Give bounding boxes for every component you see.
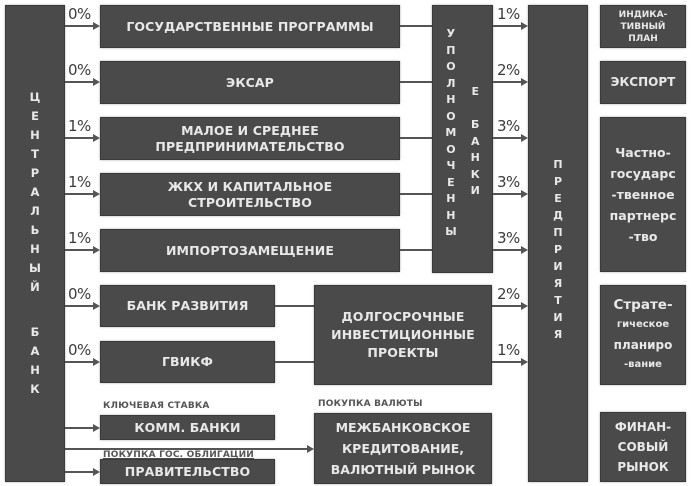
connector-line bbox=[400, 137, 432, 139]
rate-in-label: 0% bbox=[68, 61, 91, 79]
authorized-word-1: У П О Л Н О М О Ч Е Н Н Ы bbox=[445, 27, 457, 238]
arrow-head-icon bbox=[521, 358, 528, 366]
arrow-line bbox=[492, 361, 523, 363]
program-box-exar: ЭКСАР bbox=[100, 61, 400, 104]
arrow-line bbox=[65, 427, 95, 429]
arrow-line bbox=[65, 471, 95, 473]
arrow-line bbox=[65, 305, 95, 307]
arrow-line bbox=[65, 25, 95, 27]
arrow-head-icon bbox=[307, 445, 314, 453]
connector-line bbox=[400, 81, 432, 83]
connector-line bbox=[400, 25, 432, 27]
program-box-state-programs: ГОСУДАРСТВЕННЫЕ ПРОГРАММЫ bbox=[100, 5, 400, 48]
commercial-banks-box: КОММ. БАНКИ bbox=[100, 415, 275, 440]
arrow-line bbox=[493, 25, 523, 27]
interbank-market-box: МЕЖБАНКОВСКОЕ КРЕДИТОВАНИЕ, ВАЛЮТНЫЙ РЫН… bbox=[314, 413, 492, 484]
arrow-head-icon bbox=[93, 424, 100, 432]
connector-line bbox=[275, 305, 314, 307]
connector-line bbox=[275, 361, 314, 363]
program-box-sme: МАЛОЕ И СРЕДНЕЕ ПРЕДПРИНИМАТЕЛЬСТВО bbox=[100, 117, 400, 160]
rate-out-label: 3% bbox=[497, 117, 520, 135]
rate-in-label: 1% bbox=[68, 173, 91, 191]
rate-in-label: 1% bbox=[68, 117, 91, 135]
arrow-line bbox=[65, 448, 309, 450]
rate-out-label: 1% bbox=[497, 341, 520, 359]
arrow-head-icon bbox=[521, 22, 528, 30]
arrow-head-icon bbox=[93, 78, 100, 86]
strategic-planning-box: Страте- гическое планиро -вание bbox=[600, 285, 686, 385]
arrow-head-icon bbox=[93, 246, 100, 254]
program-box-housing: ЖКХ И КАПИТАЛЬНОЕ СТРОИТЕЛЬСТВО bbox=[100, 173, 400, 216]
connector-line bbox=[400, 193, 432, 195]
arrow-line bbox=[493, 137, 523, 139]
central-bank-column: Ц Е Н Т Р А Л Ь Н Ы Й Б А Н К bbox=[5, 5, 65, 482]
rate-in-label: 0% bbox=[68, 285, 91, 303]
government-box: ПРАВИТЕЛЬСТВО bbox=[100, 459, 275, 484]
rate-out-label: 2% bbox=[497, 61, 520, 79]
arrow-head-icon bbox=[521, 134, 528, 142]
enterprises-column: П Р Е Д П Р И Я Т И Я bbox=[528, 5, 588, 482]
arrow-line bbox=[65, 361, 95, 363]
arrow-head-icon bbox=[93, 358, 100, 366]
arrow-head-icon bbox=[521, 190, 528, 198]
arrow-line bbox=[65, 81, 95, 83]
export-box: ЭКСПОРТ bbox=[600, 61, 686, 104]
arrow-head-icon bbox=[93, 134, 100, 142]
arrow-line bbox=[493, 81, 523, 83]
authorized-word-2: Е Б А Н К И bbox=[470, 85, 480, 197]
arrow-line bbox=[65, 137, 95, 139]
indicative-plan-box: ИНДИКА- ТИВНЫЙ ПЛАН bbox=[600, 5, 686, 48]
rate-out-label: 3% bbox=[497, 173, 520, 191]
connector-line bbox=[400, 249, 432, 251]
arrow-line bbox=[492, 305, 523, 307]
arrow-head-icon bbox=[93, 468, 100, 476]
rate-out-label: 1% bbox=[497, 5, 520, 23]
rate-in-label: 1% bbox=[68, 229, 91, 247]
key-rate-label: КЛЮЧЕВАЯ СТАВКА bbox=[103, 401, 210, 411]
rate-in-label: 0% bbox=[68, 5, 91, 23]
currency-purchase-label: ПОКУПКА ВАЛЮТЫ bbox=[318, 399, 423, 409]
arrow-head-icon bbox=[93, 190, 100, 198]
authorized-banks-column: У П О Л Н О М О Ч Е Н Н Ы Е Б А Н К И bbox=[432, 5, 493, 273]
arrow-head-icon bbox=[93, 22, 100, 30]
gvikf-box: ГВИКФ bbox=[100, 341, 275, 383]
arrow-head-icon bbox=[521, 78, 528, 86]
financial-market-box: ФИНАН- СОВЫЙ РЫНОК bbox=[600, 412, 686, 482]
arrow-line bbox=[65, 249, 95, 251]
arrow-line bbox=[493, 249, 523, 251]
long-term-projects-box: ДОЛГОСРОЧНЫЕ ИНВЕСТИЦИОННЫЕ ПРОЕКТЫ bbox=[314, 285, 492, 385]
development-bank-box: БАНК РАЗВИТИЯ bbox=[100, 285, 275, 327]
bond-purchase-label: ПОКУПКА ГОС. ОБЛИГАЦИЙ bbox=[103, 450, 255, 460]
rate-in-label: 0% bbox=[68, 341, 91, 359]
arrow-line bbox=[65, 193, 95, 195]
arrow-line bbox=[493, 193, 523, 195]
central-bank-word-2: Б А Н К bbox=[30, 325, 40, 396]
arrow-head-icon bbox=[521, 246, 528, 254]
ppp-box: Частно- государс -твенное партнерс -тво bbox=[600, 117, 686, 272]
central-bank-word-1: Ц Е Н Т Р А Л Ь Н Ы Й bbox=[29, 90, 41, 294]
arrow-head-icon bbox=[521, 302, 528, 310]
program-box-import-substitution: ИМПОРТОЗАМЕЩЕНИЕ bbox=[100, 229, 400, 272]
rate-out-label: 3% bbox=[497, 229, 520, 247]
arrow-head-icon bbox=[93, 302, 100, 310]
rate-out-label: 2% bbox=[497, 285, 520, 303]
